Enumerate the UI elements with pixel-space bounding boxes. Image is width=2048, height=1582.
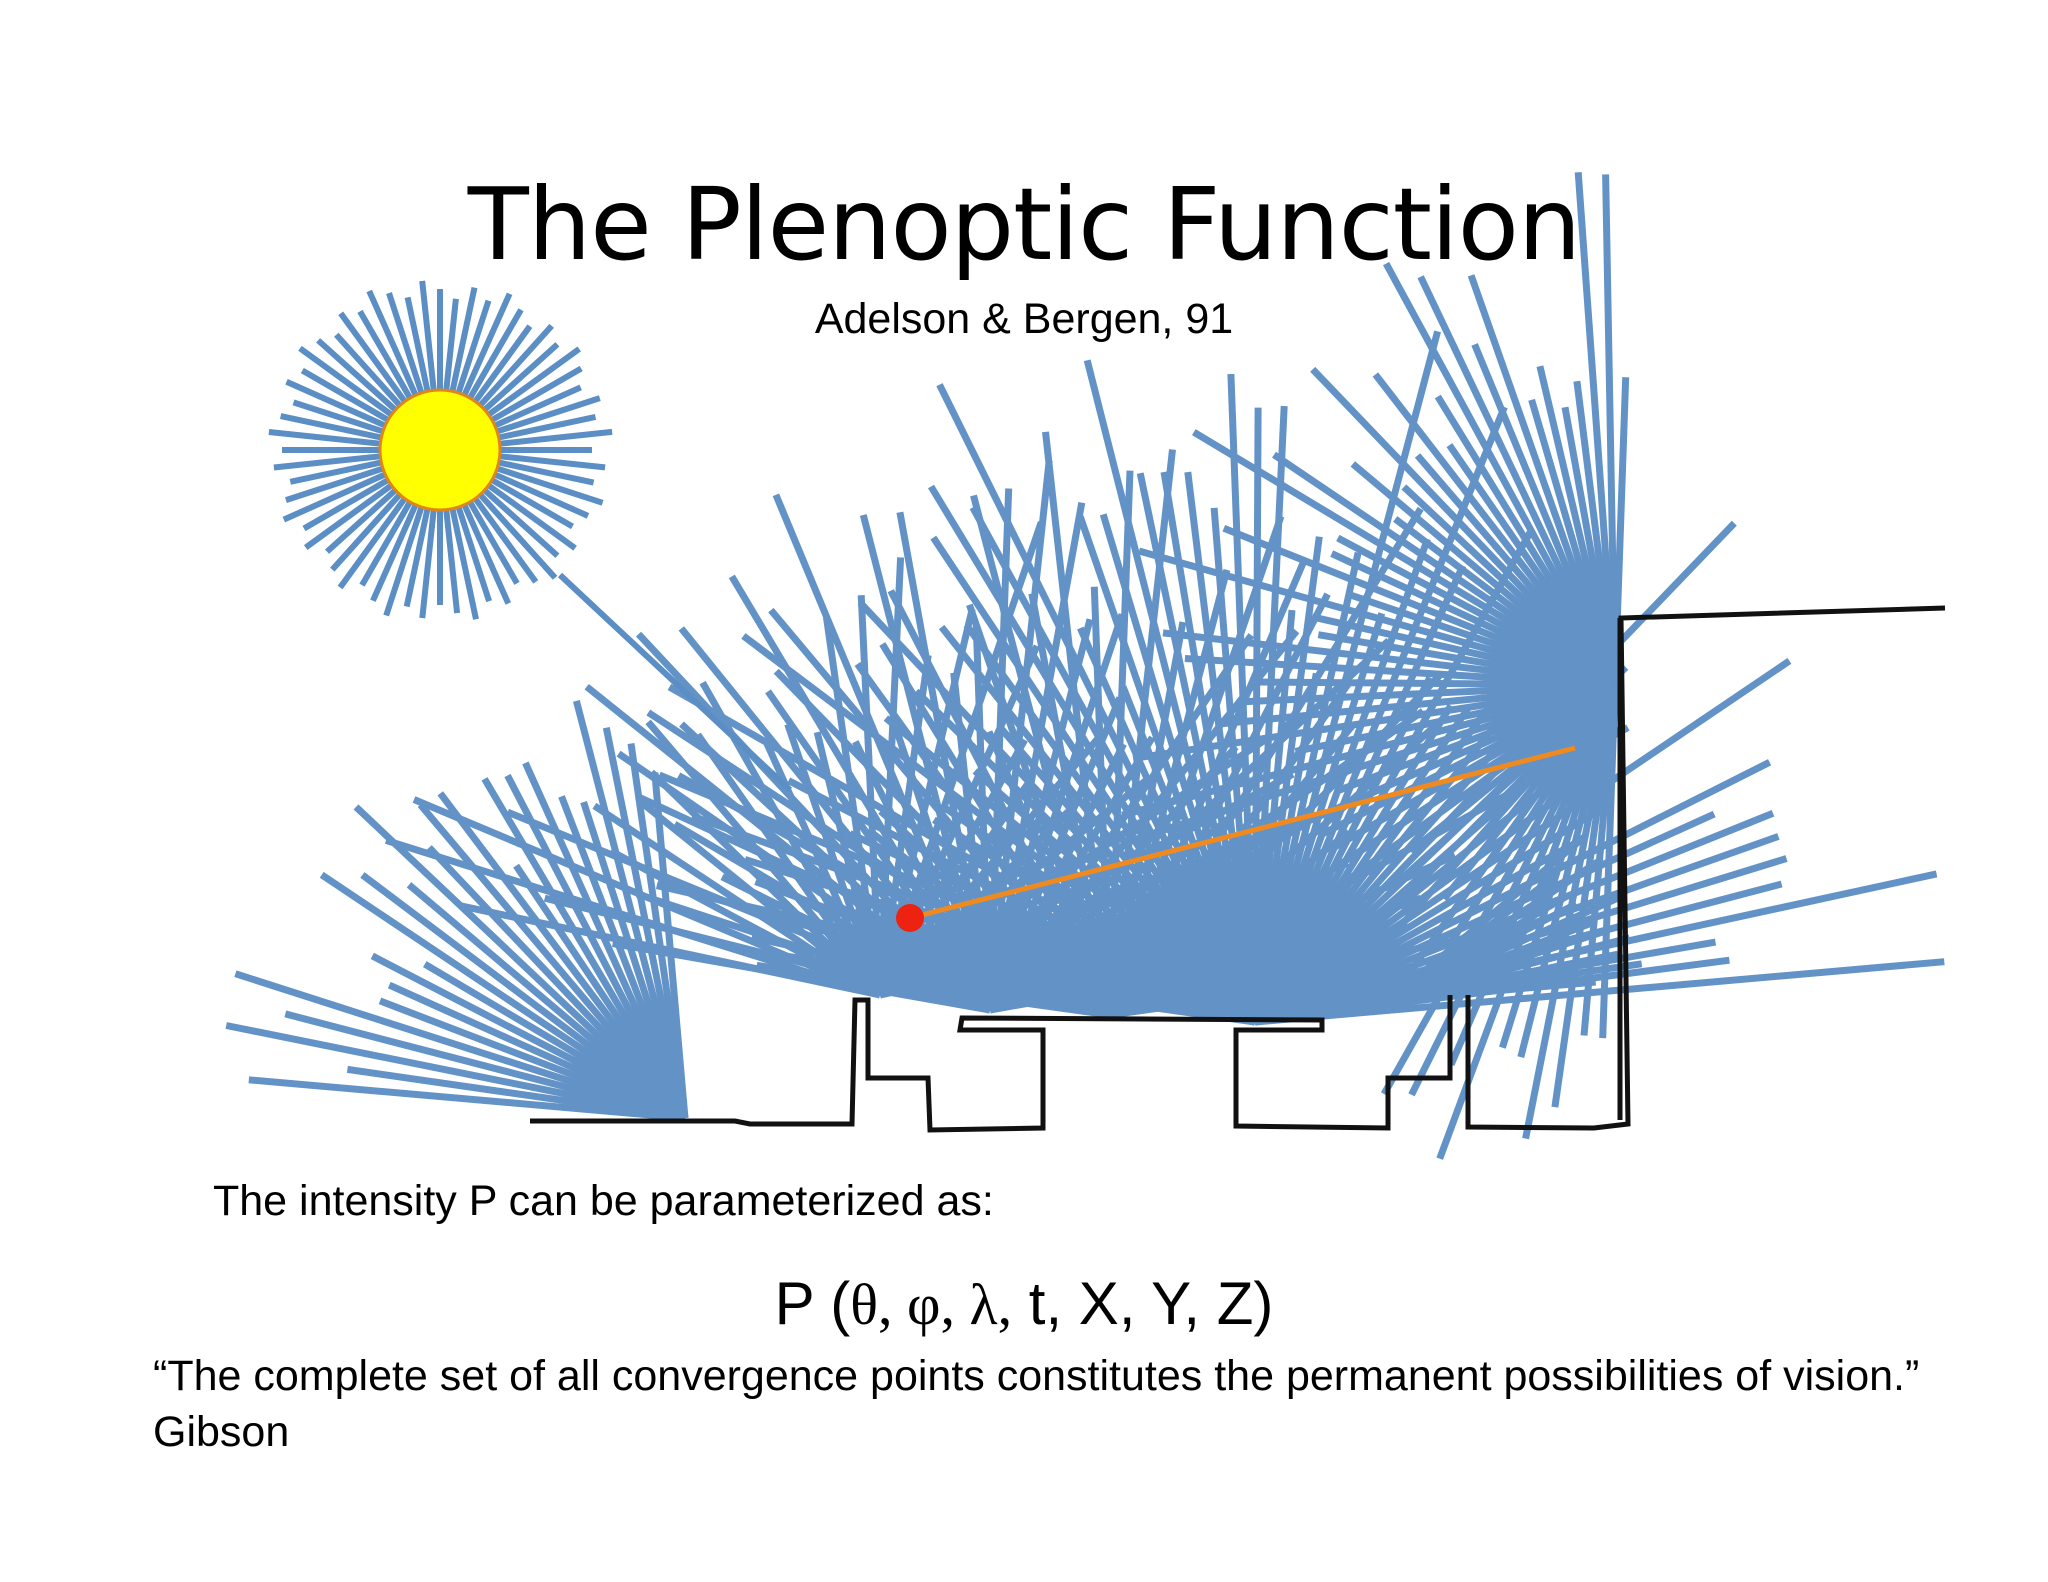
light-ray [1599,684,1619,1039]
light-ray [627,743,689,1119]
light-ray [353,804,688,1121]
viewpoint-dot [896,904,924,932]
light-ray [1254,958,1945,1026]
light-ray [639,799,883,998]
light-ray [1107,829,1352,1018]
slide-subtitle: Adelson & Bergen, 91 [814,295,1234,343]
light-ray [459,902,881,999]
light-ray [876,654,932,996]
light-ray [1109,962,1460,1019]
light-ray [1106,515,1285,1017]
light-ray [878,731,1275,998]
light-ray [1243,682,1618,958]
light-ray [877,729,1107,998]
light-ray [1332,682,1618,1003]
formula-greek-params: θ, φ, λ, [850,1272,1013,1337]
light-ray [1107,506,1424,1017]
light-ray [284,1010,686,1122]
light-ray [877,776,1150,998]
light-ray [1285,682,1618,1018]
light-ray [1551,684,1619,1108]
light-ray [481,777,689,1120]
light-ray [592,802,882,998]
light-ray [876,557,905,996]
light-ray [1574,171,1619,686]
light-ray [879,929,1175,999]
light-ray [1132,681,1616,762]
light-ray [1108,894,1423,1019]
light-ray [1107,722,1356,1018]
light-ray [437,791,688,1121]
light-ray [1222,525,1617,689]
formula-rest: t, X, Y, Z) [1012,1270,1274,1337]
viewing-ray [909,745,1576,921]
light-ray [1184,655,1616,689]
light-ray [1138,547,1616,689]
light-ray [522,761,689,1120]
light-ray [1191,429,1617,689]
light-ray [1380,683,1619,1096]
light-ray [360,872,688,1121]
slide-title: The Plenoptic Function [467,166,1582,283]
light-ray [1272,451,1617,688]
light-ray [878,905,1157,999]
light-ray [384,837,882,999]
light-ray [1161,681,1617,889]
light-ray [784,723,884,997]
light-ray [504,773,689,1120]
light-ray [1383,261,1619,687]
light-ray [1387,834,1587,1003]
light-ray [857,595,884,996]
light-ray [823,617,884,996]
light-ray [1215,681,1616,728]
light-ray [225,1022,686,1122]
light-ray [877,774,1036,998]
scene-edge [1465,605,1946,1131]
light-ray [813,731,884,996]
plenoptic-formula: P (θ, φ, λ, t, X, Y, Z) [0,1268,2048,1341]
light-ray [1310,366,1618,688]
light-ray [573,700,689,1119]
light-ray [1522,684,1619,1140]
light-ray [876,738,1028,997]
light-ray [649,769,883,998]
light-ray [876,608,976,996]
parameterization-intro: The intensity P can be parameterized as: [213,1177,994,1225]
scene-edge [530,995,1453,1133]
scene-light-rays [225,171,1945,1160]
light-ray [1467,274,1619,687]
light-ray [1447,683,1619,1066]
light-ray [1162,629,1616,689]
light-ray [1417,275,1619,687]
sun-icon [378,388,502,512]
light-ray [1107,713,1449,1018]
gibson-quote: “The complete set of all convergence poi… [153,1352,1920,1456]
light-ray [1123,681,1617,847]
light-ray [876,644,1041,997]
light-ray [985,730,1114,1017]
light-ray [878,809,1316,999]
light-ray [417,802,688,1121]
light-ray [695,732,883,998]
formula-prefix: P ( [774,1270,851,1337]
scene-outline [530,605,1946,1133]
light-ray [248,1076,686,1122]
light-ray [609,847,882,999]
light-ray [699,680,884,997]
light-ray [1042,431,1114,1016]
light-ray [412,796,882,999]
light-ray [1408,683,1619,1097]
light-ray [763,741,884,997]
light-ray [234,970,687,1122]
light-ray [319,871,687,1121]
light-ray [645,719,883,998]
light-ray [1602,174,1619,686]
light-ray [1121,681,1616,819]
